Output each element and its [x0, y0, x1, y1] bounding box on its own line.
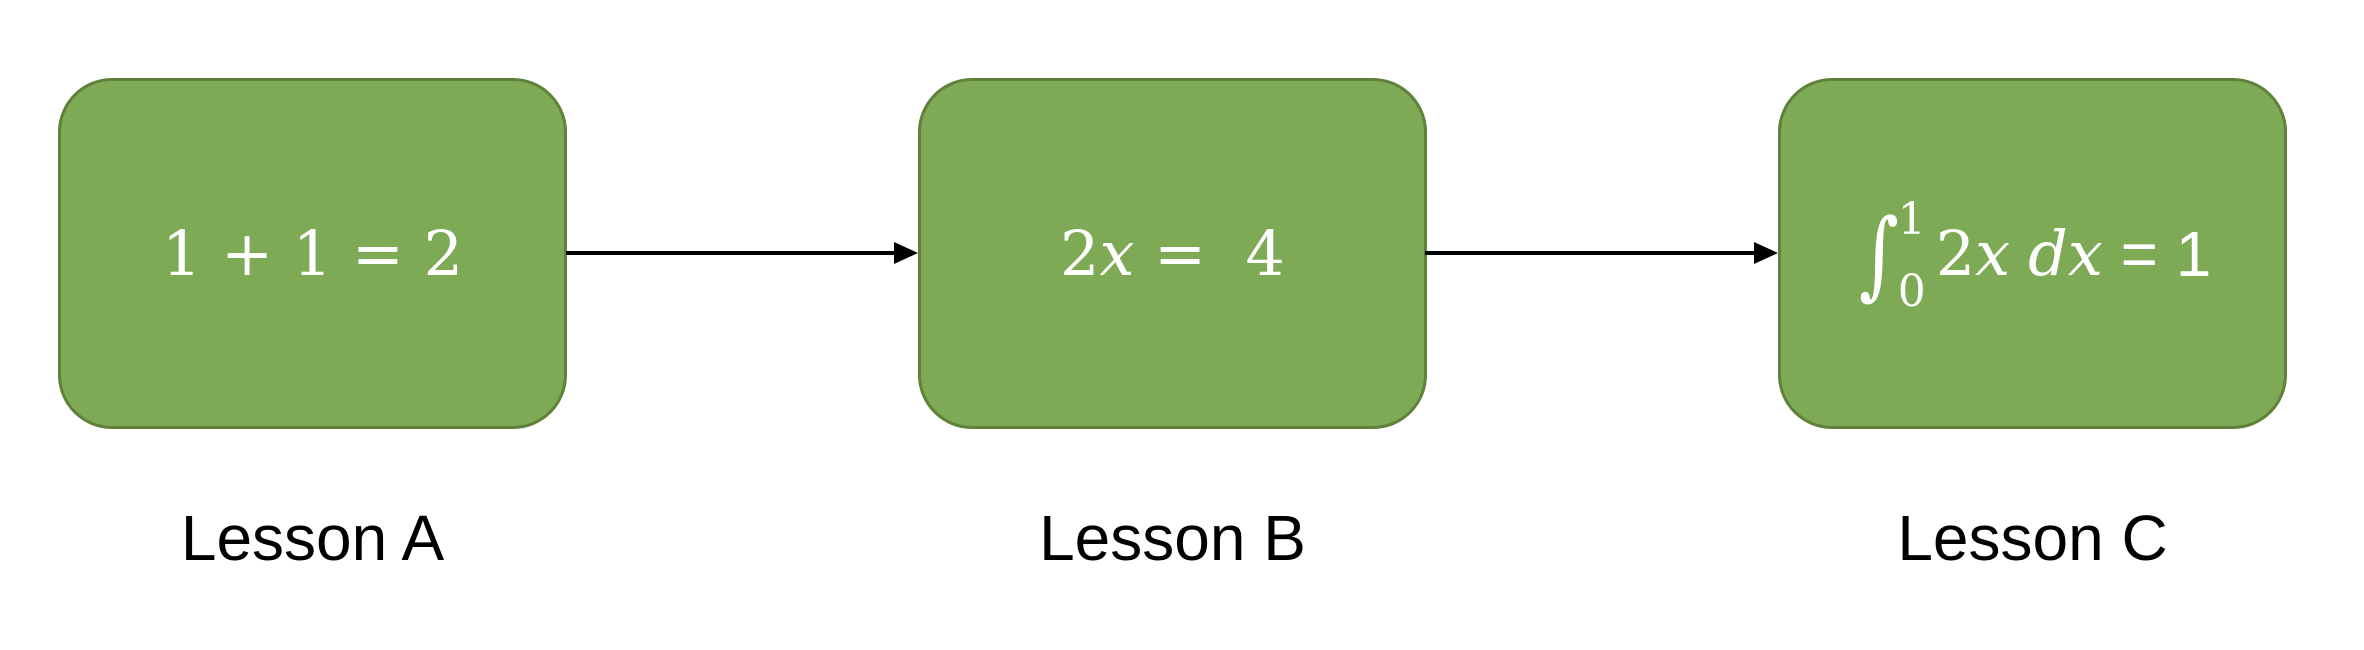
eq-c-var: x [1975, 216, 2011, 290]
eq-a-term2: 1 [292, 216, 333, 290]
eq-c-coef: 2 [1935, 216, 1976, 290]
integral: ∫ 1 0 [1854, 197, 1926, 313]
lesson-a-equation: 1 + 1 = 2 [161, 216, 464, 290]
arrow-b-to-c [1425, 241, 1778, 265]
integral-sign: ∫ [1858, 197, 1899, 310]
eq-c-differential-var: x [2067, 216, 2103, 290]
arrow-right-icon [1425, 242, 1778, 264]
eq-a-equals: = [332, 216, 424, 290]
eq-b-coef: 2 [1060, 216, 1100, 290]
lower-limit: 0 [1897, 265, 1926, 317]
lesson-b-label: Lesson B [1039, 502, 1306, 574]
eq-b-var: x [1099, 216, 1135, 290]
eq-a-result: 2 [423, 216, 464, 290]
eq-a-plus: + [201, 216, 293, 290]
eq-a-term1: 1 [161, 216, 202, 290]
arrow-right-icon [566, 242, 918, 264]
eq-c-rhs: = 1 [2102, 217, 2212, 290]
upper-limit: 1 [1897, 193, 1926, 245]
eq-c-differential-d: d [2028, 216, 2068, 290]
lesson-c-label: Lesson C [1897, 502, 2168, 574]
lesson-a-label: Lesson A [180, 502, 445, 574]
eq-b-rest: = 4 [1134, 216, 1285, 290]
integral-limits: 1 0 [1898, 197, 1926, 313]
arrow-a-to-b [566, 241, 918, 265]
lesson-a-node: 1 + 1 = 2 [58, 78, 567, 429]
